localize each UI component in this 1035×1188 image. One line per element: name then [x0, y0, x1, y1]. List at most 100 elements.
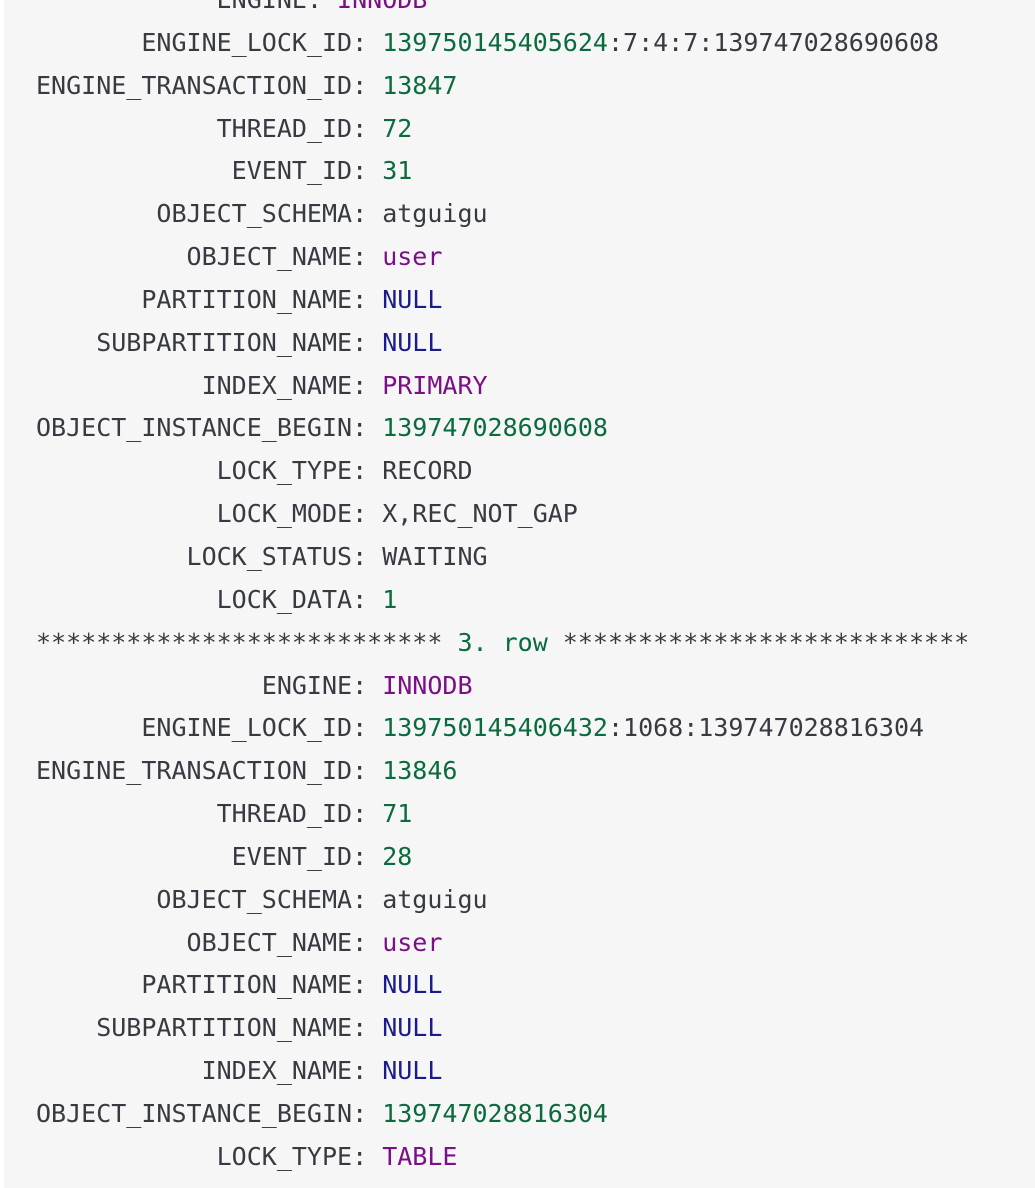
field-key: LOCK_STATUS	[36, 541, 353, 571]
field-key: ENGINE	[36, 0, 307, 14]
colon-separator: :	[352, 841, 383, 871]
field-value: user	[382, 242, 443, 272]
field-key: ENGINE_TRANSACTION_ID	[36, 70, 353, 100]
field-value: 1	[382, 584, 398, 614]
field-line: SUBPARTITION_NAME: NULL	[36, 322, 969, 365]
field-line: ENGINE_LOCK_ID: 139750145406432:1068:139…	[36, 707, 969, 750]
field-value: WAITING	[382, 541, 488, 571]
field-value: :7:4:7:139747028690608	[607, 27, 940, 57]
field-line: PARTITION_NAME: NULL	[36, 279, 969, 322]
field-line: OBJECT_NAME: user	[36, 236, 969, 279]
colon-separator: :	[352, 970, 383, 1000]
field-key: PARTITION_NAME	[36, 284, 353, 314]
field-key: EVENT_ID	[36, 156, 353, 186]
field-value: TABLE	[382, 1141, 458, 1171]
field-line: OBJECT_NAME: user	[36, 922, 969, 965]
field-key: ENGINE	[36, 670, 353, 700]
field-value: X,REC_NOT_GAP	[382, 499, 578, 529]
colon-separator: :	[307, 0, 337, 14]
colon-separator: :	[352, 413, 383, 443]
colon-separator: :	[352, 156, 383, 186]
colon-separator: :	[352, 27, 383, 57]
field-key: LOCK_DATA	[36, 584, 353, 614]
field-value: PRIMARY	[382, 370, 488, 400]
field-value: 139750145405624	[382, 27, 608, 57]
field-line: OBJECT_INSTANCE_BEGIN: 139747028690608	[36, 407, 969, 450]
field-key: EVENT_ID	[36, 841, 353, 871]
colon-separator: :	[352, 113, 383, 143]
field-key: INDEX_NAME	[36, 370, 353, 400]
field-key: SUBPARTITION_NAME	[36, 1013, 353, 1043]
field-line: OBJECT_SCHEMA: atguigu	[36, 879, 969, 922]
colon-separator: :	[352, 799, 383, 829]
field-value: atguigu	[382, 884, 488, 914]
field-key: ENGINE_LOCK_ID	[36, 27, 353, 57]
field-value: 31	[382, 156, 413, 186]
field-value: 139747028816304	[382, 1098, 608, 1128]
row-separator: *************************** 3. row *****…	[36, 622, 969, 665]
colon-separator: :	[352, 499, 383, 529]
field-line: LOCK_STATUS: WAITING	[36, 536, 969, 579]
field-line: OBJECT_INSTANCE_BEGIN: 139747028816304	[36, 1093, 969, 1136]
field-key: OBJECT_SCHEMA	[36, 884, 353, 914]
colon-separator: :	[352, 713, 383, 743]
code-block: ENGINE: INNODB ENGINE_LOCK_ID: 139750145…	[4, 0, 1035, 1188]
field-key: PARTITION_NAME	[36, 970, 353, 1000]
field-key: ENGINE_LOCK_ID	[36, 713, 353, 743]
field-key: OBJECT_INSTANCE_BEGIN	[36, 413, 353, 443]
colon-separator: :	[352, 456, 383, 486]
colon-separator: :	[352, 284, 383, 314]
field-line: LOCK_MODE: X,REC_NOT_GAP	[36, 493, 969, 536]
field-line: ENGINE: INNODB	[36, 665, 969, 708]
field-key: OBJECT_SCHEMA	[36, 199, 353, 229]
field-line: LOCK_TYPE: RECORD	[36, 450, 969, 493]
field-value: 13847	[382, 70, 458, 100]
code-output: ENGINE: INNODB ENGINE_LOCK_ID: 139750145…	[36, 0, 969, 1179]
field-key: LOCK_TYPE	[36, 1141, 353, 1171]
field-line: EVENT_ID: 28	[36, 836, 969, 879]
colon-separator: :	[352, 884, 383, 914]
field-key: LOCK_MODE	[36, 499, 353, 529]
field-line: PARTITION_NAME: NULL	[36, 964, 969, 1007]
field-line: INDEX_NAME: PRIMARY	[36, 365, 969, 408]
field-value: 71	[382, 799, 413, 829]
field-value: 139747028690608	[382, 413, 608, 443]
colon-separator: :	[352, 199, 383, 229]
field-value: atguigu	[382, 199, 488, 229]
colon-separator: :	[352, 756, 383, 786]
field-line: THREAD_ID: 71	[36, 793, 969, 836]
field-line: ENGINE_LOCK_ID: 139750145405624:7:4:7:13…	[36, 22, 969, 65]
field-line: SUBPARTITION_NAME: NULL	[36, 1007, 969, 1050]
field-line: INDEX_NAME: NULL	[36, 1050, 969, 1093]
field-value: RECORD	[382, 456, 473, 486]
colon-separator: :	[352, 670, 383, 700]
colon-separator: :	[352, 327, 383, 357]
field-value: NULL	[382, 327, 443, 357]
field-key: LOCK_TYPE	[36, 456, 353, 486]
colon-separator: :	[352, 1098, 383, 1128]
colon-separator: :	[352, 242, 383, 272]
field-line: LOCK_TYPE: TABLE	[36, 1136, 969, 1179]
field-value: NULL	[382, 284, 443, 314]
colon-separator: :	[352, 1141, 383, 1171]
field-line: EVENT_ID: 31	[36, 150, 969, 193]
field-value: 139750145406432	[382, 713, 608, 743]
colon-separator: :	[352, 1056, 383, 1086]
field-value: NULL	[382, 1056, 443, 1086]
field-value: user	[382, 927, 443, 957]
field-line: ENGINE: INNODB	[36, 0, 969, 22]
separator-stars-right: ***************************	[547, 627, 970, 657]
field-line: ENGINE_TRANSACTION_ID: 13846	[36, 750, 969, 793]
field-value: 72	[382, 113, 413, 143]
field-value: INNODB	[382, 670, 473, 700]
colon-separator: :	[352, 370, 383, 400]
field-value: INNODB	[337, 0, 427, 14]
field-key: ENGINE_TRANSACTION_ID	[36, 756, 353, 786]
field-line: ENGINE_TRANSACTION_ID: 13847	[36, 65, 969, 108]
field-key: THREAD_ID	[36, 799, 353, 829]
colon-separator: :	[352, 541, 383, 571]
field-key: OBJECT_NAME	[36, 242, 353, 272]
field-value: NULL	[382, 970, 443, 1000]
field-key: OBJECT_NAME	[36, 927, 353, 957]
field-line: OBJECT_SCHEMA: atguigu	[36, 193, 969, 236]
